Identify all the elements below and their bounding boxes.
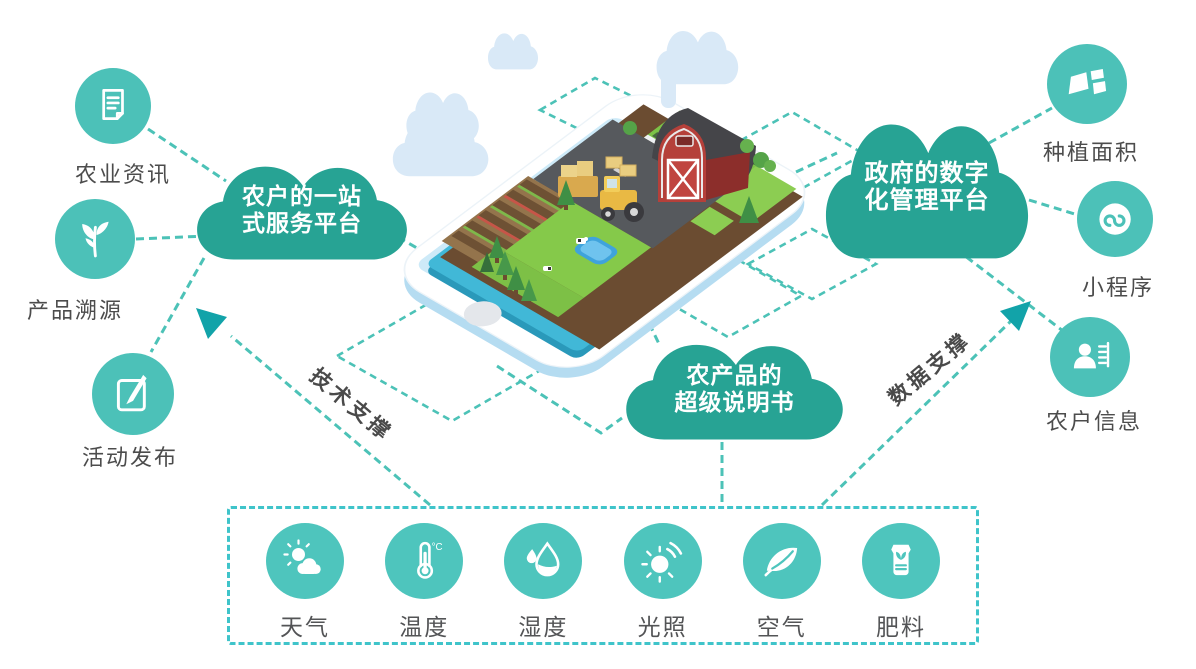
connector-right-cloud-to-miniprogram (1028, 198, 1079, 217)
node-label-planting-area: 种植面积 (1042, 140, 1140, 165)
news-doc-icon (102, 88, 124, 120)
connector-right-cloud-to-farmerinfo (955, 247, 1064, 333)
node-activity-publish (92, 353, 174, 435)
connector-data-support-line (820, 319, 1013, 507)
sunlight-icon (640, 541, 682, 583)
connector-trace-to-left-cloud (135, 234, 208, 241)
sensor-label-fertilizer: 肥料 (875, 614, 926, 640)
edit-pencil-icon (116, 374, 147, 412)
farm-trees (480, 121, 776, 306)
mini-program-icon (1099, 203, 1131, 235)
smartphone-farm-illustration (403, 94, 806, 378)
fertilizer-bag-icon (891, 544, 911, 576)
node-farmer-info (1050, 317, 1130, 397)
svg-text:°C: °C (432, 542, 443, 553)
connector-news-to-left-cloud (147, 127, 227, 183)
node-label-farmer-info: 农户信息 (1045, 409, 1143, 434)
field-plots-icon (1068, 68, 1106, 94)
left-cloud-farmer-platform: 农户的一站 式服务平台 (193, 158, 411, 262)
right-cloud-text: 政府的数字 化管理平台 (864, 160, 990, 214)
cloud-shape (825, 124, 1029, 259)
left-cloud-text: 农户的一站 式服务平台 (242, 183, 362, 236)
sensor-item-sunlight: 光照 (623, 523, 702, 642)
farmer-profile-icon (1073, 341, 1109, 368)
sensor-item-humidity: 湿度 (504, 523, 583, 642)
bottom-cloud-product-manual: 农产品的 超级说明书 (622, 336, 847, 442)
sensor-panel: 天气 °C 温度 湿度 (227, 506, 979, 645)
node-planting-area (1047, 44, 1127, 124)
bottom-cloud-text: 农产品的 超级说明书 (674, 362, 795, 415)
node-label-activity-publish: 活动发布 (81, 445, 179, 470)
sensor-item-temperature: °C 温度 (385, 523, 464, 642)
cloud-shape (197, 166, 407, 260)
node-label-product-trace: 产品溯源 (26, 298, 124, 323)
thermometer-icon: °C (417, 541, 443, 579)
sensor-label-temperature: 温度 (399, 614, 450, 640)
cloud-shape (626, 344, 843, 440)
connector-phone-to-bottom-cloud-left (496, 364, 623, 435)
connector-tech-support-line (230, 334, 431, 507)
sprout-icon (81, 221, 109, 257)
phone-home-button (463, 301, 502, 327)
connector-left-cloud-to-publish (149, 257, 206, 353)
connector-phone-to-bottom-cloud-top (636, 299, 662, 347)
sensor-item-weather: 天气 (266, 523, 344, 642)
tree-strip (471, 247, 584, 318)
sensor-label-weather: 天气 (280, 614, 330, 640)
connector-phone-to-right-cloud (795, 151, 838, 174)
background-clouds (392, 30, 739, 177)
farm-cows (543, 237, 588, 271)
sensor-label-air: 空气 (756, 614, 807, 640)
right-cloud-government-platform: 政府的数字 化管理平台 (822, 112, 1032, 262)
barn (652, 108, 756, 202)
tech-support-arrowhead-icon (196, 308, 227, 339)
air-leaf-icon (764, 547, 797, 577)
sensor-item-air: 空气 (742, 523, 821, 642)
tractor (558, 156, 644, 222)
node-product-trace (55, 199, 135, 279)
humidity-drops-icon (527, 541, 560, 577)
data-support-arrowhead-icon (1000, 301, 1031, 331)
farm-road (533, 119, 732, 249)
node-label-mini-program: 小程序 (1081, 275, 1155, 300)
node-mini-program (1077, 181, 1153, 257)
node-agri-news (75, 68, 151, 144)
weather-sun-cloud-icon (283, 539, 321, 574)
sensor-item-fertilizer: 肥料 (861, 523, 940, 642)
sensor-label-humidity: 湿度 (518, 614, 569, 640)
barn-grass-block (711, 165, 797, 223)
node-label-agri-news: 农业资讯 (74, 162, 172, 187)
sensor-label-sunlight: 光照 (637, 614, 688, 640)
